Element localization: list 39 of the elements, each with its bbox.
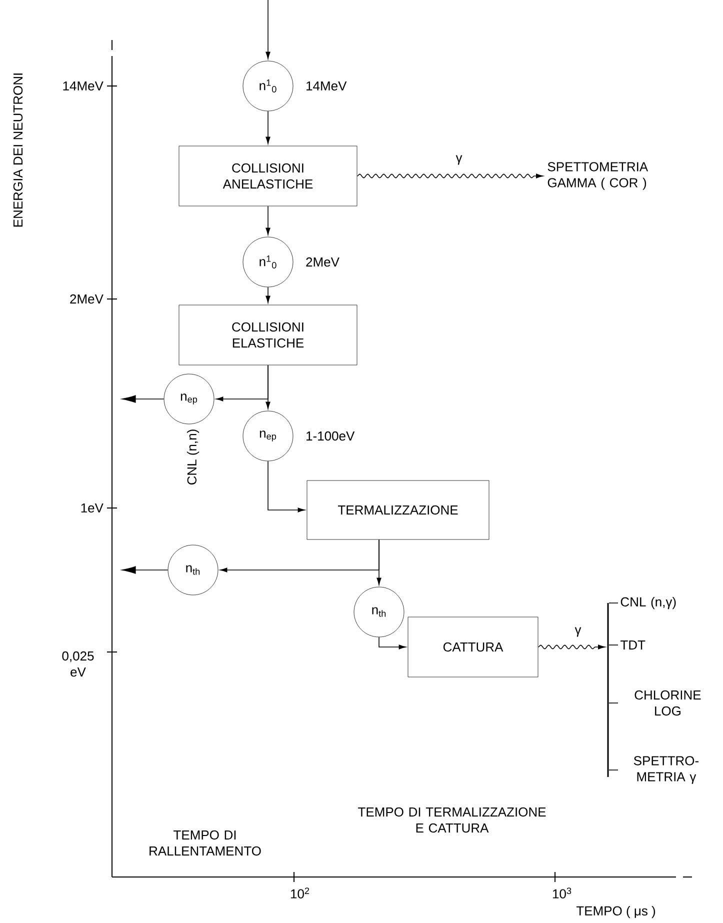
tick-label: 2MeV [70,294,104,304]
arrow [122,566,168,574]
energy-label: 2MeV [306,257,340,267]
wavy-arrow [356,174,544,178]
connector-line [608,702,618,704]
axis-title: ENERGIA DEI NEUTRONI [13,74,23,227]
tick-label: 10$^{3}$ [552,888,572,898]
process-box: TERMALIZZAZIONE [306,480,490,540]
output-label: SPETTRO-METRIA γ [634,756,698,784]
edge-label: γ [454,154,464,166]
arrow [266,364,270,409]
region-label: TEMPO DI TERMALIZZAZIONE E CATTURA [358,807,546,833]
output-label: TDT [620,640,646,650]
tick-label: 0,025 eV [62,651,94,677]
axis-title: TEMPO ( μs ) [576,906,656,918]
output-label: CNL (n,γ) [620,596,676,610]
tick-label: 10$^{2}$ [290,888,310,898]
arrow [266,286,270,303]
process-box: CATTURA [408,616,538,678]
connector-line [608,602,618,604]
connector-line [608,644,618,646]
process-box: COLLISIONI ELASTICHE [178,304,358,366]
arrow [378,636,406,650]
arrow [266,110,270,144]
output-label: CHLORINE LOG [634,690,701,716]
arrow [122,395,164,403]
arrow [268,460,305,512]
energy-label: 14MeV [306,81,347,91]
region-label: TEMPO DI RALLENTAMENTO [150,830,261,856]
wavy-arrow [538,644,606,650]
output-label: SPETTOMETRIA GAMMA ( COR ) [548,162,648,190]
arrow [376,539,382,585]
tick-label: 14MeV [63,81,104,91]
arrow [266,206,270,235]
energy-label: 1-100eV [306,431,355,441]
edge-label: γ [574,626,582,638]
process-box: COLLISIONI ANELASTICHE [178,146,358,206]
tick-label: 1eV [81,503,104,513]
arrow [266,0,270,59]
